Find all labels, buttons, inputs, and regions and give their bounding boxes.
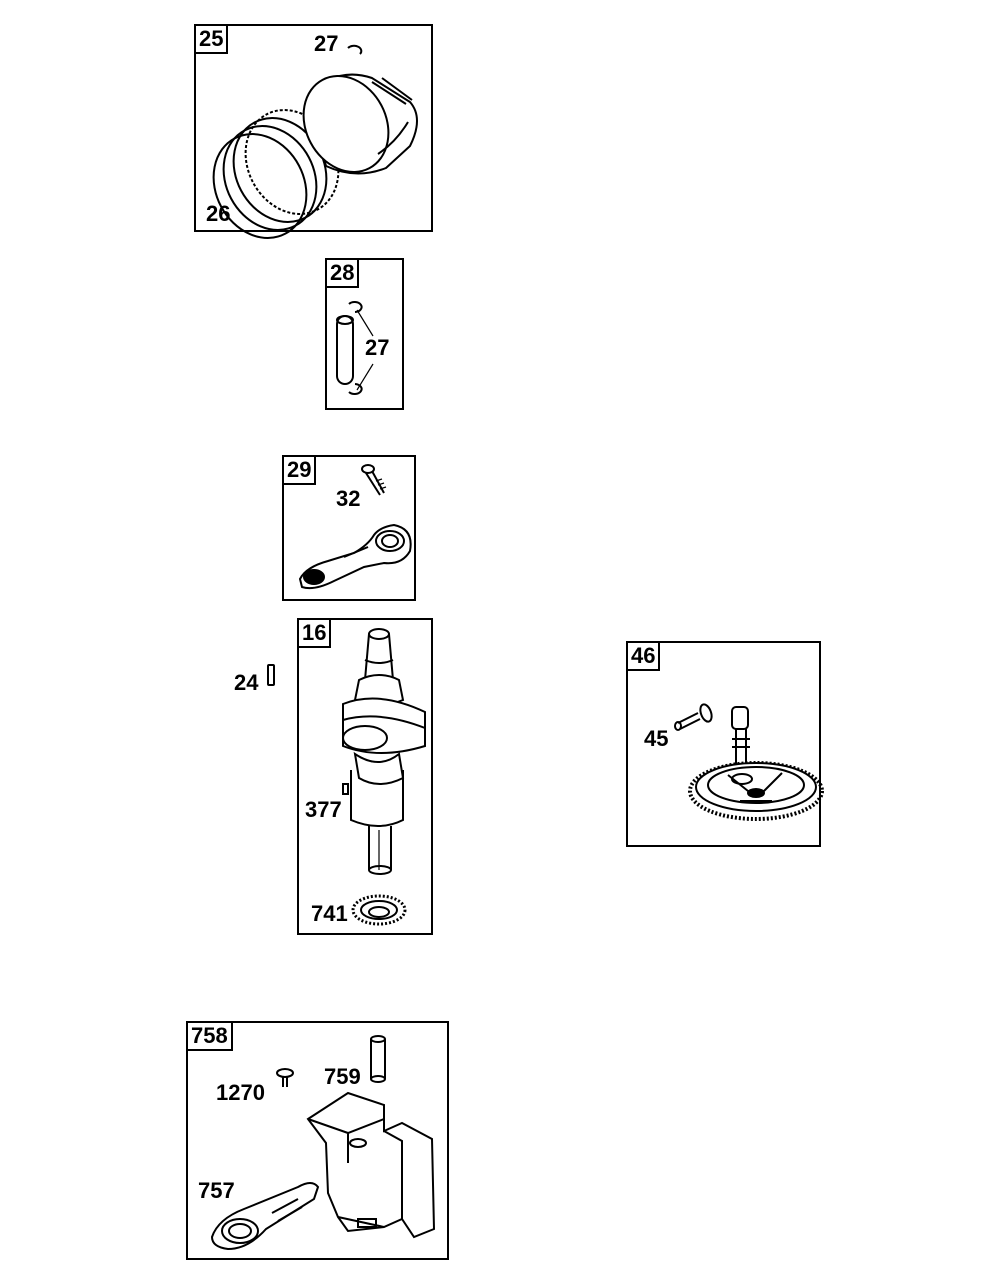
part-27-label: 27: [314, 31, 339, 56]
group-29-box: 29 32: [282, 455, 416, 601]
part-24-label: 24: [234, 670, 259, 695]
group-16-tag: 16: [297, 618, 332, 648]
camshaft-drawing: [674, 703, 824, 821]
connecting-rod-drawing: [298, 464, 412, 590]
group-28-box: 28 27: [325, 258, 404, 410]
part-32-label: 32: [336, 486, 361, 511]
group-46-tag: 46: [626, 641, 661, 671]
group-758-tag: 758: [186, 1021, 233, 1051]
crankshaft-drawing: [342, 628, 426, 926]
housing-assembly-drawing: [210, 1035, 436, 1251]
part-45-label: 45: [644, 726, 669, 751]
part-741-label: 741: [311, 901, 348, 926]
part-757-label: 757: [198, 1178, 235, 1203]
key-24-drawing: [267, 664, 275, 686]
group-25-box: 25 27 26: [194, 24, 433, 239]
group-46-box: 46 45: [626, 641, 824, 847]
group-29-tag: 29: [282, 455, 317, 485]
group-28-tag: 28: [325, 258, 360, 288]
group-758-box: 758 1270 759 757: [186, 1021, 449, 1260]
part-759-label: 759: [324, 1064, 361, 1089]
wrist-pin-drawing: [336, 301, 374, 395]
part-377-label: 377: [305, 797, 342, 822]
piston-assembly-drawing: [212, 44, 418, 239]
group-25-tag: 25: [194, 24, 229, 54]
part-27-label-b: 27: [365, 335, 390, 360]
group-16-box: 16 377 741: [297, 618, 433, 935]
part-1270-label: 1270: [216, 1080, 265, 1105]
